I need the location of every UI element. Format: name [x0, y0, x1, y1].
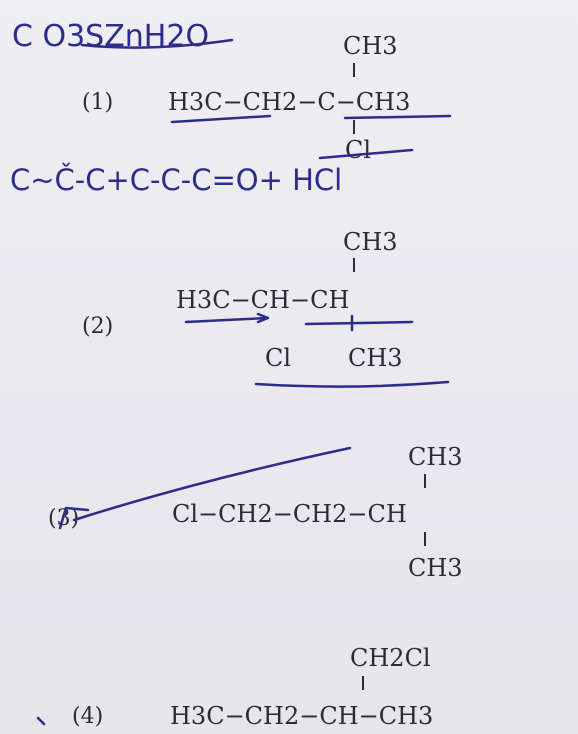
option-1-underline-right	[343, 114, 452, 120]
option-3-substituent-bottom: CH3	[408, 554, 463, 582]
option-3-bond-bottom	[424, 532, 426, 546]
option-2-formula: H3C−CH−CH	[176, 286, 350, 314]
option-4-number: (4)	[72, 704, 104, 729]
option-3-substituent-top: CH3	[408, 443, 463, 471]
option-2-bond-top	[353, 258, 355, 272]
option-4-formula: H3C−CH2−CH−CH3	[170, 702, 434, 730]
option-1-bond-bottom	[353, 120, 355, 134]
option-1-cl-underline	[318, 148, 414, 160]
option-3-strike-line	[72, 446, 352, 522]
option-3-tick-mark	[58, 506, 90, 530]
option-4-bond-top	[362, 676, 364, 690]
option-4-substituent-top: CH2Cl	[350, 644, 431, 672]
option-2-substituent-top: CH3	[343, 228, 398, 256]
handwritten-note-middle: C~Č-C+C-C-C=O+ HCl	[10, 163, 343, 197]
option-1-number: (1)	[82, 90, 114, 115]
option-2-arrow-left	[184, 312, 270, 324]
option-3-formula: Cl−CH2−CH2−CH	[172, 500, 407, 528]
option-2-substituent-bottom-right: CH3	[348, 344, 403, 372]
option-2-underline-bottom	[254, 380, 450, 388]
option-1-substituent-bottom: Cl	[345, 136, 372, 164]
note-top-underline	[80, 38, 234, 49]
option-4-mark	[36, 716, 46, 726]
option-2-number: (2)	[82, 314, 114, 339]
option-1-formula: H3C−CH2−C−CH3	[168, 88, 411, 116]
option-2-arrow-right	[304, 314, 414, 332]
option-3-bond-top	[424, 474, 426, 488]
option-1-bond-top	[353, 63, 355, 77]
option-1-underline-left	[170, 114, 272, 124]
option-1-substituent-top: CH3	[343, 32, 398, 60]
option-2-substituent-bottom-left: Cl	[265, 344, 292, 372]
